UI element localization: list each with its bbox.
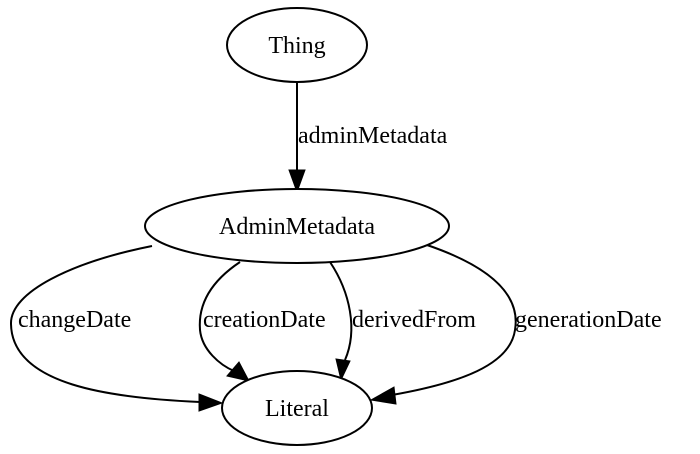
node-label-admin-metadata: AdminMetadata [219,214,375,240]
edge-label-change-date: changeDate [18,307,131,333]
edge-creation-date-line [198,261,241,372]
edge-change-date: changeDate [9,245,224,412]
node-label-thing: Thing [268,33,325,59]
edge-label-generation-date: generationDate [515,307,662,333]
edge-admin-metadata: adminMetadata [288,82,448,194]
edge-generation-date-arrowhead [369,386,397,405]
node-label-literal: Literal [265,396,329,422]
edge-change-date-arrowhead [198,393,224,412]
node-thing-ellipse [226,7,368,83]
edge-creation-date-arrowhead [226,361,250,382]
node-thing: Thing [226,7,368,83]
edge-derived-from-line [329,261,353,361]
edge-generation-date-line [391,244,517,396]
edge-creation-date: creationDate [198,261,326,382]
edge-change-date-line [9,245,201,403]
edge-label-derived-from: derivedFrom [352,307,476,333]
edge-derived-from-arrowhead [335,358,351,382]
node-literal-ellipse [221,370,373,446]
node-literal: Literal [221,370,373,446]
node-admin-metadata: AdminMetadata [144,188,450,264]
edge-derived-from: derivedFrom [329,261,476,382]
node-admin-metadata-ellipse [144,188,450,264]
edge-admin-metadata-arrowhead [288,169,306,194]
edge-label-admin-metadata: adminMetadata [298,123,448,149]
edge-label-creation-date: creationDate [203,307,326,333]
edge-generation-date: generationDate [369,244,662,405]
